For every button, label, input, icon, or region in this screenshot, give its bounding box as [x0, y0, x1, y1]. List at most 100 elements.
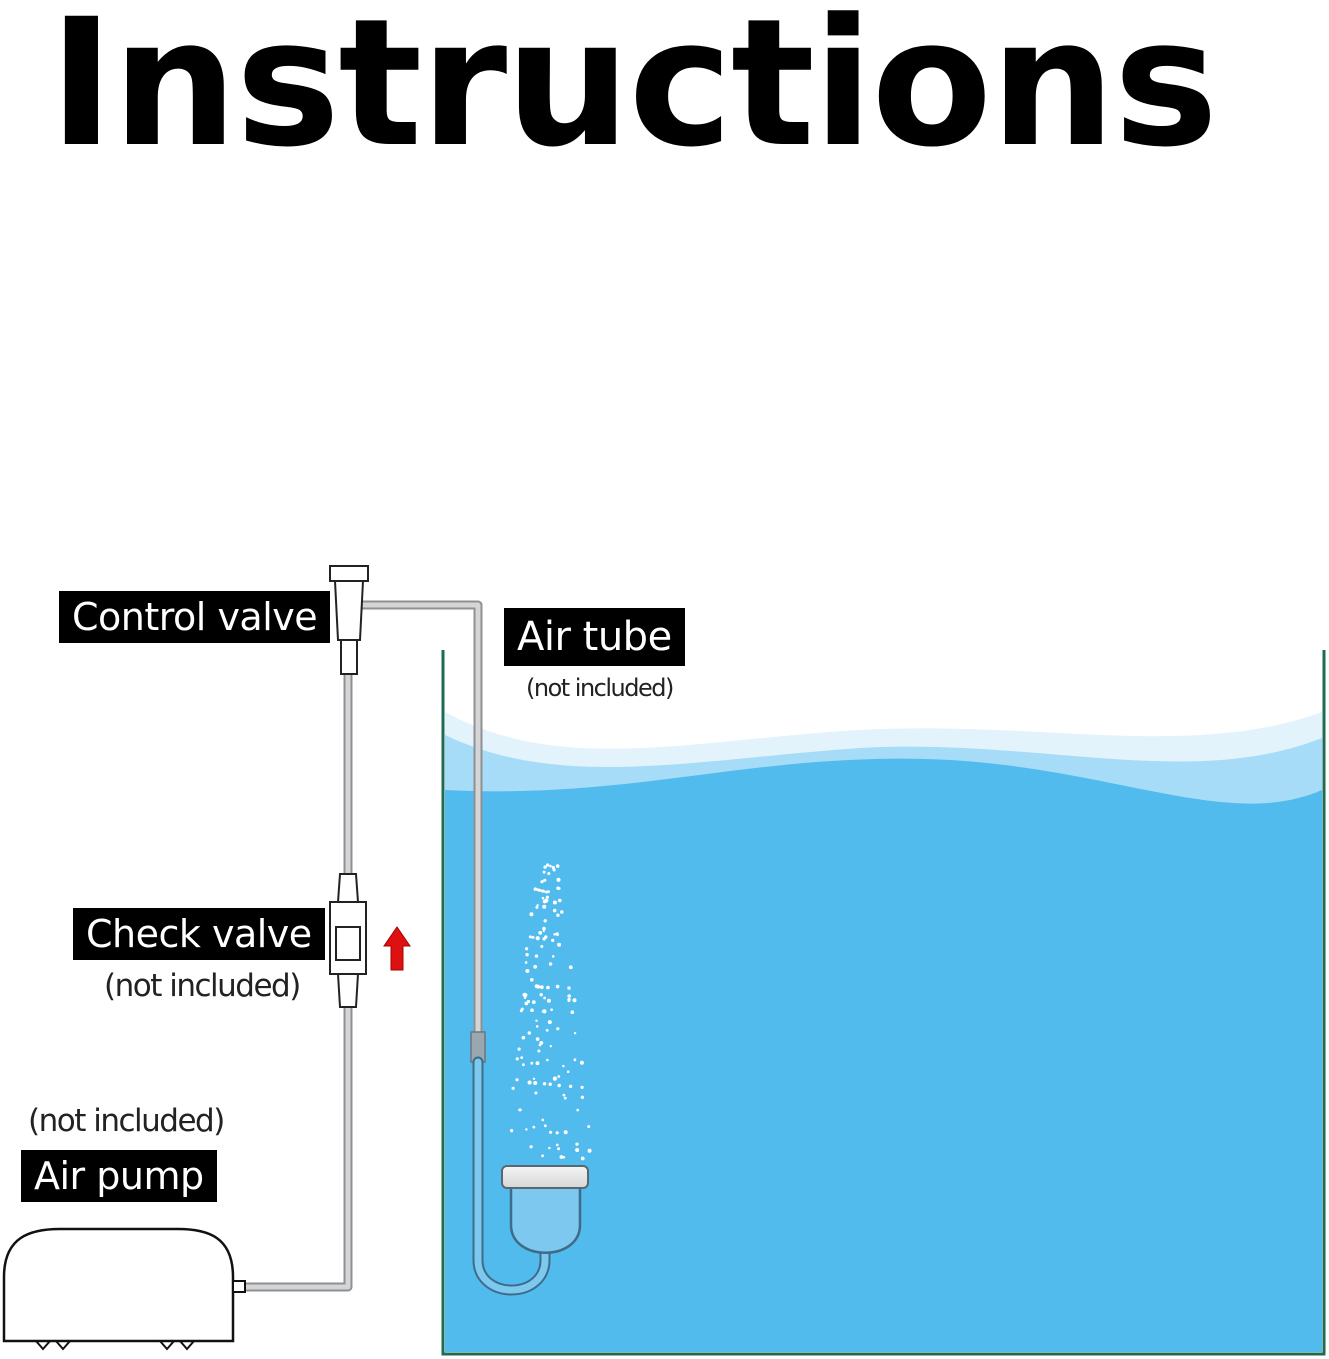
bubble: [542, 1009, 547, 1014]
bubble: [542, 929, 545, 933]
air-pump: [2, 1227, 246, 1351]
bubble: [531, 935, 535, 939]
bubble: [534, 1091, 538, 1095]
bubble: [548, 1146, 551, 1150]
bubble: [539, 993, 543, 997]
bubble: [536, 904, 539, 907]
bubble: [579, 1060, 584, 1065]
bubble: [535, 1025, 539, 1028]
bubble: [557, 942, 562, 947]
bubble: [562, 1155, 566, 1159]
bubble: [555, 1131, 559, 1135]
bubble: [520, 1007, 524, 1011]
bubble: [527, 1031, 531, 1035]
bubble: [535, 888, 538, 891]
bubble: [525, 1128, 528, 1131]
bubble: [575, 1142, 579, 1146]
bubble: [537, 1049, 541, 1053]
bubble: [567, 994, 571, 998]
control-valve-label: Control valve: [59, 591, 331, 643]
bubble: [573, 1032, 577, 1035]
glass-diffuser: [470, 1031, 589, 1296]
bubble: [535, 905, 539, 909]
bubble: [587, 1125, 591, 1129]
bubble: [568, 965, 573, 970]
bubble: [548, 962, 553, 966]
bubble: [553, 933, 556, 936]
bubble: [528, 935, 532, 939]
bubble: [542, 1082, 547, 1086]
bubble: [541, 1118, 545, 1122]
bubble: [576, 1108, 579, 1112]
bubble: [566, 1070, 570, 1073]
bubble: [567, 986, 571, 990]
bubble: [580, 1085, 584, 1089]
bubble: [557, 1083, 561, 1088]
bubble: [546, 985, 550, 990]
bubble: [530, 978, 534, 982]
bubble: [533, 964, 538, 969]
bubble: [530, 1008, 534, 1012]
bubble: [538, 931, 542, 934]
bubble: [551, 865, 555, 870]
bubble: [552, 908, 557, 913]
bubble: [539, 985, 544, 990]
air-bubbles: [510, 863, 592, 1161]
bubble: [545, 895, 550, 899]
bubble: [530, 1061, 534, 1065]
bubble: [558, 898, 562, 903]
air-pump-label: Air pump: [21, 1150, 217, 1202]
flow-arrow-icon: [383, 926, 411, 971]
bubble: [543, 919, 547, 923]
bubble: [547, 1020, 552, 1025]
bubble: [542, 890, 546, 893]
bubble: [523, 996, 527, 1000]
bubble: [511, 1086, 515, 1090]
bubble: [535, 1061, 540, 1066]
bubble: [543, 996, 546, 1000]
check-valve: [329, 873, 367, 1008]
bubble: [551, 955, 555, 958]
air-tube-note: (not included): [526, 674, 674, 702]
bubble: [560, 910, 564, 914]
bubble: [543, 1124, 547, 1128]
bubble: [559, 1155, 564, 1159]
bubble: [551, 938, 555, 943]
bubble: [547, 872, 551, 875]
air-tube-label: Air tube: [504, 608, 685, 666]
bubble: [532, 1077, 536, 1081]
bubble: [531, 1000, 536, 1004]
bubble: [535, 1019, 538, 1022]
bubble: [525, 947, 529, 951]
bubble: [517, 1047, 521, 1051]
bubble: [546, 1058, 549, 1062]
bubble: [575, 1148, 580, 1152]
bubble: [555, 932, 559, 936]
bubble: [552, 1076, 558, 1081]
bubble: [520, 1056, 524, 1059]
bubble: [510, 1129, 514, 1133]
bubble: [525, 953, 529, 957]
bubble: [527, 1080, 532, 1085]
bubble: [542, 870, 546, 874]
bubble: [570, 1010, 575, 1014]
bubble: [542, 899, 547, 904]
bubble: [542, 937, 546, 941]
bubble: [521, 1035, 526, 1040]
bubble: [543, 878, 547, 882]
bubble: [573, 1058, 577, 1062]
bubble: [524, 961, 528, 964]
bubble: [526, 999, 531, 1004]
bubble: [557, 887, 561, 890]
bubble: [563, 1130, 568, 1135]
bubble: [534, 954, 539, 958]
bubble: [548, 1082, 552, 1086]
bubble: [529, 912, 534, 917]
bubble: [540, 945, 544, 948]
control-valve: [329, 565, 369, 675]
bubble: [515, 1057, 519, 1061]
bubble: [538, 1043, 542, 1047]
bubble: [547, 890, 550, 894]
